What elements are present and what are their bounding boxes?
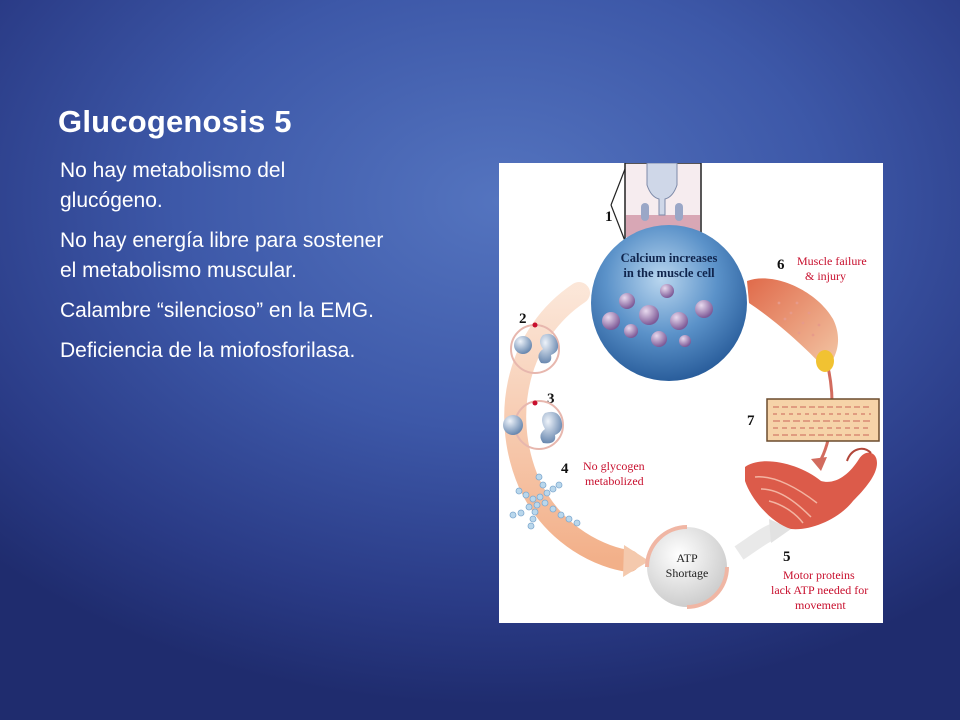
- glycogen-diagram: Calcium increases in the muscle cell 1 2…: [499, 163, 883, 623]
- motor-label-line3: movement: [795, 598, 846, 612]
- calcium-ion-icon: [670, 312, 688, 330]
- atp-arc: [686, 566, 729, 609]
- arm-muscle-fibers: [754, 476, 818, 524]
- bullet-item: No hay metabolismo del glucógeno.: [60, 159, 286, 212]
- atp-arc: [645, 525, 688, 568]
- phosphorylase-icon: [503, 415, 523, 435]
- bullet-item: Calambre “silencioso” en la EMG.: [60, 299, 374, 322]
- atp-label-line1: ATP: [676, 551, 698, 565]
- calcium-ion-icon: [695, 300, 713, 318]
- calcium-label-line1: Calcium increases: [621, 251, 718, 265]
- calcium-ion-icon: [624, 324, 638, 338]
- calcium-ion-icon: [651, 331, 667, 347]
- reaction-dot: [532, 322, 538, 328]
- channel-protein-icon: [646, 163, 678, 216]
- motor-label-line1: Motor proteins: [783, 568, 855, 582]
- calcium-ion-icon: [660, 284, 674, 298]
- inset-pointer: [610, 168, 626, 206]
- enzyme-icon: [540, 411, 563, 444]
- arm-muscle-icon: [745, 452, 877, 530]
- muscle-texture: [777, 301, 821, 337]
- muscle-failure-label-line1: Muscle failure: [797, 254, 867, 268]
- injury-highlight-icon: [816, 350, 834, 372]
- channel-subunit-icon: [641, 203, 649, 221]
- inset-pointer: [610, 204, 626, 242]
- no-glycogen-label-line2: metabolized: [585, 474, 644, 488]
- calcium-ion-icon: [679, 335, 691, 347]
- bullet-list: No hay metabolismo del glucógeno. No hay…: [60, 156, 390, 376]
- step-number-4: 4: [561, 461, 569, 477]
- motor-label-line2: lack ATP needed for: [771, 583, 868, 597]
- no-glycogen-label-line1: No glycogen: [583, 459, 645, 473]
- channel-subunit-icon: [675, 203, 683, 221]
- torn-muscle-icon: [747, 278, 839, 369]
- phosphorylase-icon: [514, 336, 532, 354]
- step-number-5: 5: [783, 549, 791, 565]
- reaction-dot: [532, 400, 538, 406]
- calcium-ion-icon: [619, 293, 635, 309]
- muscle-cell-sphere: [591, 225, 747, 381]
- step-number-7: 7: [747, 413, 755, 429]
- bullet-item: Deficiencia de la miofosforilasa.: [60, 339, 356, 362]
- arrowhead-icon: [769, 519, 791, 543]
- cycle-arrow-right: [734, 523, 778, 560]
- myofibril-striations: [773, 406, 871, 436]
- enzyme-icon: [538, 333, 559, 364]
- step-number-6: 6: [777, 257, 785, 273]
- step-number-3: 3: [547, 391, 555, 407]
- calcium-label-line2: in the muscle cell: [623, 266, 715, 280]
- step-number-1: 1: [605, 209, 613, 225]
- glycogen-molecule-icon: [509, 473, 581, 530]
- slide-title: Glucogenosis 5: [58, 104, 292, 139]
- atp-shortage-sphere: [647, 527, 727, 607]
- calcium-ion-icon: [639, 305, 659, 325]
- bullet-item: No hay energía libre para sostener el me…: [60, 229, 384, 282]
- step-number-2: 2: [519, 311, 527, 327]
- myofibril-block: [766, 398, 880, 442]
- calcium-ion-icon: [602, 312, 620, 330]
- arrowhead-icon: [811, 457, 827, 471]
- cycle-arrowhead-bottom: [623, 545, 649, 577]
- atp-label-line2: Shortage: [666, 566, 709, 580]
- muscle-failure-label-line2: & injury: [805, 269, 846, 283]
- cycle-arrow-left: [504, 282, 640, 572]
- hand-outline: [846, 447, 872, 462]
